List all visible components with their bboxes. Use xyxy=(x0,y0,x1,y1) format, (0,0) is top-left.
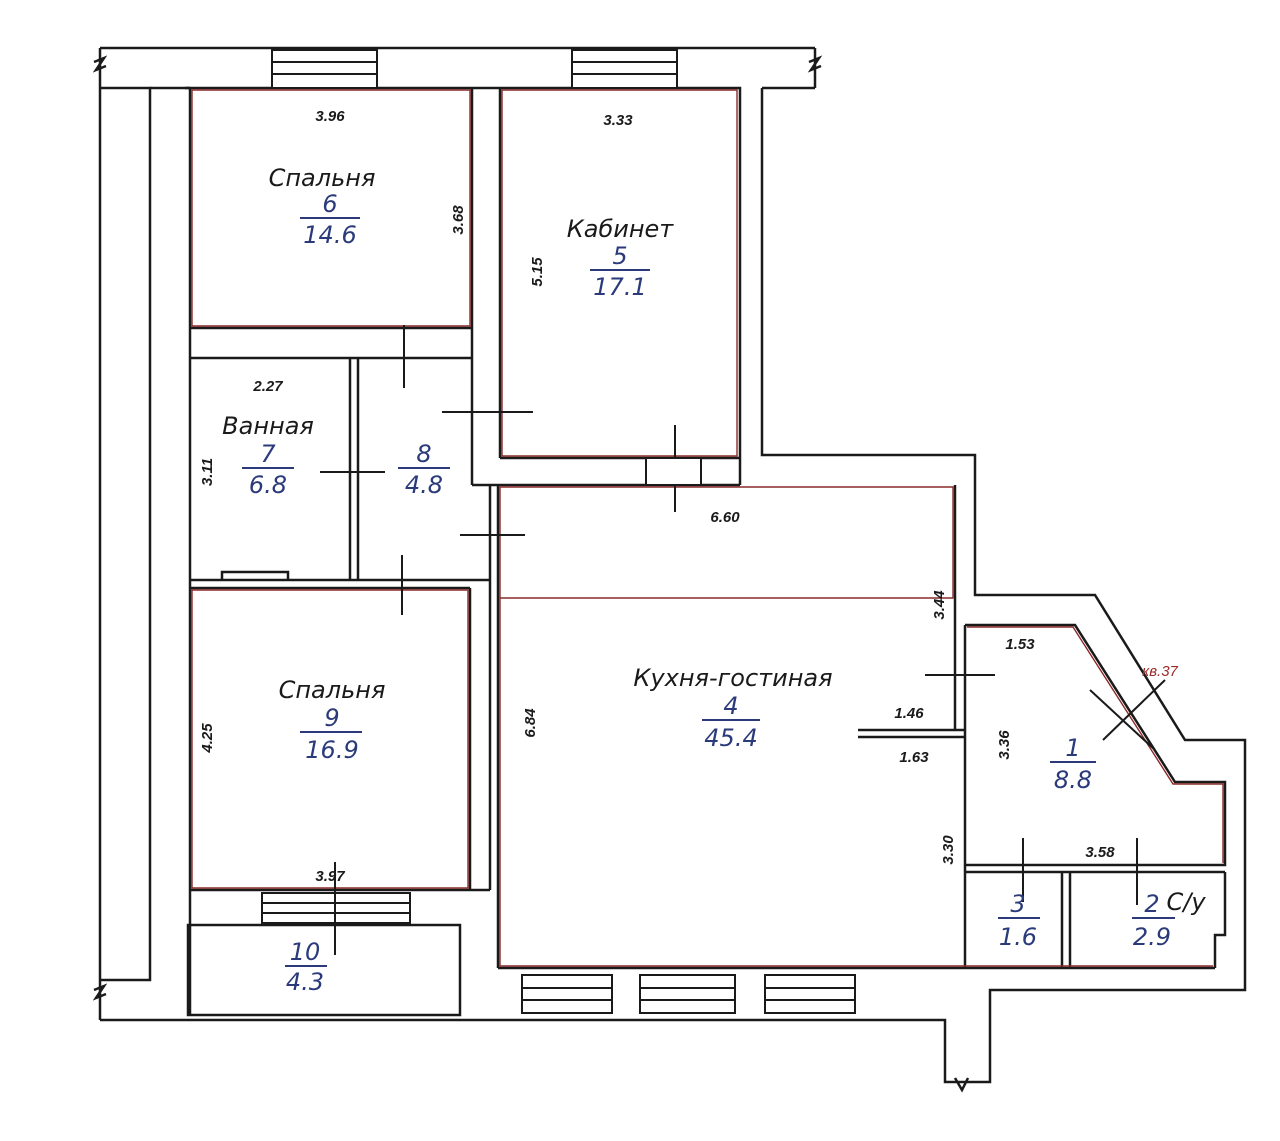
window-kitchen-a xyxy=(521,974,613,1014)
window-kitchen-c xyxy=(764,974,856,1014)
room-9: Спальня 9 16.9 xyxy=(279,676,386,764)
dim-label: 3.30 xyxy=(940,835,957,865)
room-area: 2.9 xyxy=(1133,923,1171,951)
dim-label: 4.25 xyxy=(199,723,216,754)
dim-label: 3.68 xyxy=(450,205,467,235)
room-10: 10 4.3 xyxy=(285,938,327,996)
room-number: 6 xyxy=(322,190,337,218)
window-kitchen-b xyxy=(639,974,736,1014)
room-name: Ванная xyxy=(222,412,314,440)
room-8: 8 4.8 xyxy=(398,440,450,499)
room-6: Спальня 6 14.6 xyxy=(269,164,376,249)
room-area: 16.9 xyxy=(305,736,358,764)
window-study-5 xyxy=(571,49,678,89)
room-4: Кухня-гостиная 4 45.4 xyxy=(633,664,832,752)
room-area: 17.1 xyxy=(593,273,646,301)
outer-walls xyxy=(92,46,1247,1093)
room-3: 3 1.6 xyxy=(998,890,1040,951)
room-1: 1 8.8 xyxy=(1050,734,1096,794)
dim-label: 3.58 xyxy=(1085,844,1115,861)
room-number: 7 xyxy=(260,440,276,468)
room-number: 8 xyxy=(416,440,431,468)
room-5: Кабинет 5 17.1 xyxy=(567,215,675,301)
room-number: 4 xyxy=(723,692,738,720)
room-number: 3 xyxy=(1010,890,1025,918)
interior-walls xyxy=(188,88,1227,1015)
room-name: Кабинет xyxy=(567,215,675,243)
room-name: Спальня xyxy=(279,676,386,704)
room-outlines xyxy=(191,89,1224,967)
dim-label: 3.36 xyxy=(996,730,1013,760)
room-number: 10 xyxy=(290,938,321,966)
doors xyxy=(320,325,1166,955)
dim-label: 2.27 xyxy=(252,378,283,395)
room-name: С/у xyxy=(1166,888,1206,916)
dim-label: 6.60 xyxy=(710,509,740,526)
dim-label: 3.44 xyxy=(931,590,948,620)
room-name: Спальня xyxy=(269,164,376,192)
room-area: 4.3 xyxy=(286,968,324,996)
room-area: 1.6 xyxy=(999,923,1037,951)
room-area: 6.8 xyxy=(249,471,287,499)
room-2: 2 С/у 2.9 xyxy=(1132,888,1206,951)
dim-label: 3.11 xyxy=(199,458,216,486)
room-7: Ванная 7 6.8 xyxy=(222,412,314,499)
dim-label: 1.53 xyxy=(1005,636,1035,653)
room-area: 4.8 xyxy=(405,471,443,499)
dimensions: 3.96 3.33 3.68 5.15 2.27 3.11 6.60 3.44 … xyxy=(199,108,1115,885)
dim-label: 1.63 xyxy=(899,749,929,766)
dim-label: 3.96 xyxy=(315,108,345,125)
room-number: 9 xyxy=(324,704,339,732)
room-name: Кухня-гостиная xyxy=(633,664,832,692)
room-number: 1 xyxy=(1065,734,1080,762)
dim-label: 3.97 xyxy=(315,868,345,885)
room-number: 5 xyxy=(612,242,627,270)
dim-label: 5.15 xyxy=(529,257,546,287)
apartment-label: кв.37 xyxy=(1142,663,1178,680)
dim-label: 1.46 xyxy=(894,705,924,722)
room-area: 45.4 xyxy=(704,724,757,752)
room-area: 14.6 xyxy=(303,221,356,249)
dim-label: 6.84 xyxy=(522,708,539,738)
window-bedroom-6 xyxy=(271,49,378,89)
room-number: 2 xyxy=(1144,890,1159,918)
room-area: 8.8 xyxy=(1054,766,1092,794)
dim-label: 3.33 xyxy=(603,112,633,129)
